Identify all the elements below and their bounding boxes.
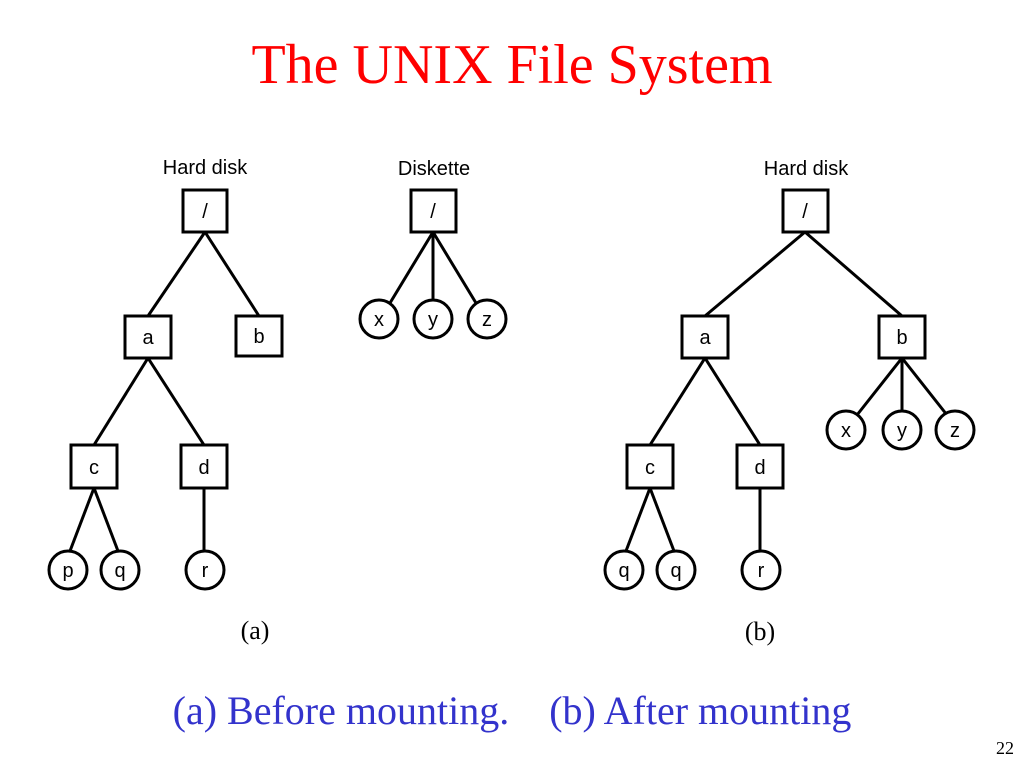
node-y-b-label: y (897, 420, 907, 442)
hard-disk-b-label: Hard disk (764, 158, 849, 180)
node-q2-b: q (655, 549, 697, 591)
node-c-b: c (625, 443, 675, 490)
tree-edges (68, 230, 949, 552)
node-b-b: b (877, 314, 927, 360)
node-q1-b-label: q (618, 560, 629, 582)
node-q-a-label: q (114, 560, 125, 582)
node-x-diskette-label: x (374, 309, 384, 331)
diagram-a-label: (a) (241, 616, 270, 645)
node-y-diskette-label: y (428, 309, 438, 331)
node-z-diskette: z (466, 298, 508, 340)
slide-title: The UNIX File System (251, 34, 773, 96)
node-q-a: q (99, 549, 141, 591)
node-a-b: a (680, 314, 730, 360)
node-root-a: / (181, 188, 229, 234)
node-d-b-label: d (754, 457, 765, 479)
node-q2-b-label: q (670, 560, 681, 582)
file-system-diagram: Hard disk / a b c d p q (47, 157, 976, 646)
node-root-diskette-label: / (430, 201, 436, 223)
diskette-label: Diskette (398, 158, 470, 180)
node-x-b: x (825, 409, 867, 451)
hard-disk-a-label: Hard disk (163, 157, 248, 179)
node-root-a-label: / (202, 201, 208, 223)
node-c-b-label: c (645, 457, 655, 479)
diagram-b-label: (b) (745, 617, 775, 646)
node-x-diskette: x (358, 298, 400, 340)
node-b-a-label: b (253, 326, 264, 348)
node-r-a-label: r (202, 560, 209, 582)
node-c-a: c (69, 443, 119, 490)
node-z-diskette-label: z (482, 309, 492, 331)
node-a-a-label: a (142, 327, 154, 349)
node-z-b: z (934, 409, 976, 451)
node-q1-b: q (603, 549, 645, 591)
node-root-b-label: / (802, 201, 808, 223)
node-c-a-label: c (89, 457, 99, 479)
node-b-a: b (234, 314, 284, 358)
node-y-diskette: y (412, 298, 454, 340)
caption-before-mounting: (a) Before mounting. (172, 688, 510, 733)
node-r-a: r (184, 549, 226, 591)
node-d-a-label: d (198, 457, 209, 479)
node-a-b-label: a (699, 327, 711, 349)
node-p-a: p (47, 549, 89, 591)
caption-after-mounting: (b) After mounting (549, 688, 852, 733)
node-r-b: r (740, 549, 782, 591)
node-root-diskette: / (409, 188, 458, 234)
node-r-b-label: r (758, 560, 765, 582)
node-d-b: d (735, 443, 785, 490)
node-root-b: / (781, 188, 830, 234)
node-p-a-label: p (62, 560, 73, 582)
page-number: 22 (996, 738, 1014, 758)
slide-caption: (a) Before mounting. (b) After mounting (0, 686, 1024, 736)
node-b-b-label: b (896, 327, 907, 349)
node-z-b-label: z (950, 420, 960, 442)
node-d-a: d (179, 443, 229, 490)
node-x-b-label: x (841, 420, 851, 442)
node-y-b: y (881, 409, 923, 451)
node-a-a: a (123, 314, 173, 360)
